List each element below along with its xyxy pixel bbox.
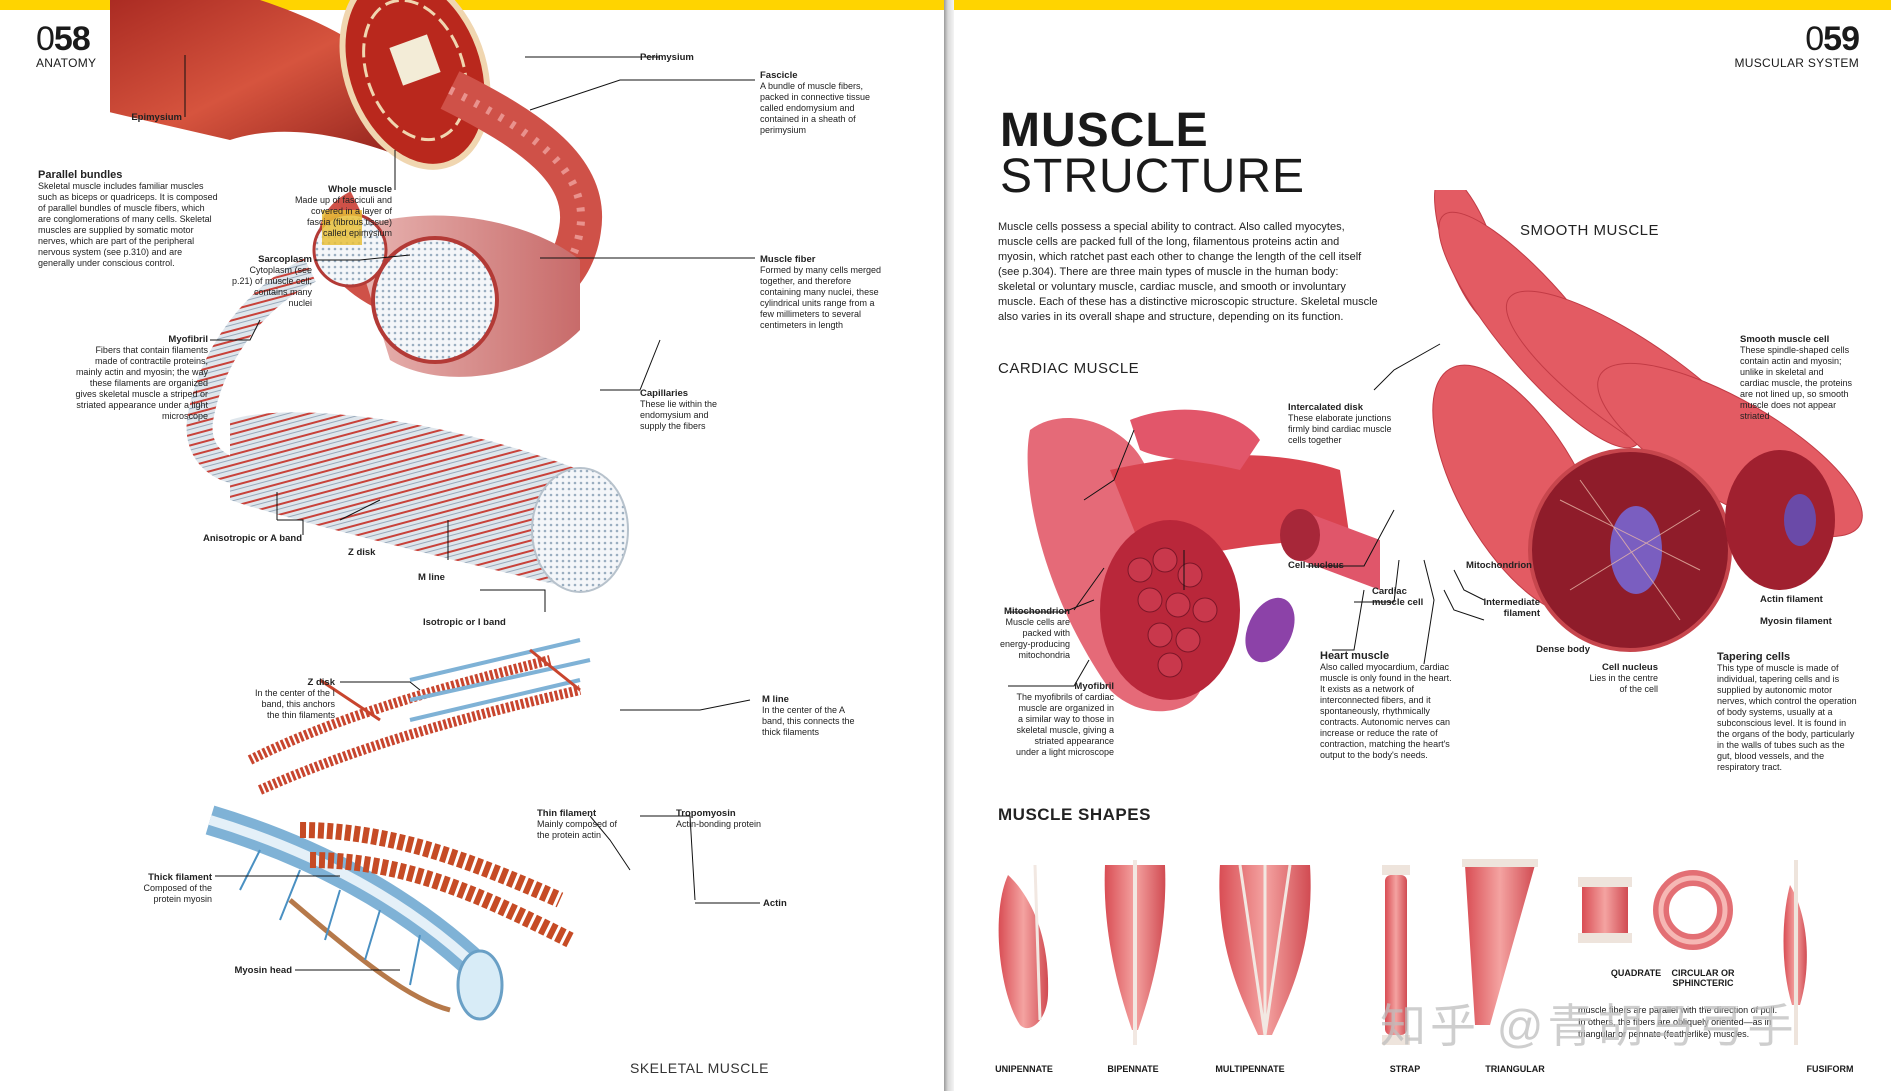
page-number: 59 (1823, 20, 1860, 58)
label-mitochondrion-smooth: Mitochondrion (1466, 560, 1532, 571)
sarcomere-filaments (205, 638, 591, 1021)
bipennate-shape (1104, 860, 1166, 1045)
folio-zero: 0 (1805, 20, 1824, 58)
quadrate-shape (1578, 877, 1632, 943)
circular-shape (1653, 870, 1733, 950)
multipennate-shape (1219, 864, 1311, 1036)
label-perimysium: Perimysium (640, 52, 694, 63)
right-folio: 059 MUSCULAR SYSTEM (1734, 20, 1860, 70)
label-epimysium: Epimysium (131, 112, 182, 123)
left-folio: 058 ANATOMY (36, 22, 96, 70)
label-actin: Actin (763, 898, 787, 909)
top-accent-bar-right (954, 0, 1891, 10)
label-cell-nucleus-cardiac: Cell nucleus (1288, 560, 1344, 571)
striated-myofibril (230, 412, 580, 590)
label-actin-filament: Actin filament (1760, 594, 1823, 605)
shape-label-unipennate: UNIPENNATE (995, 1064, 1053, 1074)
label-cardiac-cell: Cardiac muscle cell (1372, 586, 1424, 608)
left-leader-lines (184, 55, 760, 971)
strap-shape (1382, 865, 1410, 1045)
fusiform-shape (1783, 860, 1807, 1045)
muscle-shapes-illustrations (998, 859, 1807, 1045)
shape-label-quadrate: QUADRATE (1610, 968, 1662, 978)
right-leader-lines (1008, 343, 1485, 687)
shape-label-circular: CIRCULAR OR SPHINCTERIC (1671, 968, 1735, 988)
title-line-2: STRUCTURE (1000, 150, 1305, 203)
skeletal-muscle-illustration (110, 0, 629, 1021)
shape-label-fusiform: FUSIFORM (1806, 1064, 1854, 1074)
label-intermediate-filament: Intermediate filament (1483, 597, 1541, 619)
page-title: MUSCLE STRUCTURE (1000, 104, 1305, 203)
muscle-shapes-note: muscle fibers are parallel with the dire… (1578, 1005, 1778, 1039)
cardiac-muscle-heading: CARDIAC MUSCLE (998, 360, 1140, 377)
shape-label-triangular: TRIANGULAR (1485, 1064, 1545, 1074)
label-myosin-filament: Myosin filament (1760, 616, 1832, 627)
cardiac-muscle-illustration (1027, 409, 1380, 712)
unipennate-shape (998, 864, 1049, 1029)
label-m-line-band: M line (418, 572, 445, 583)
label-myosin-head: Myosin head (234, 965, 292, 976)
smooth-muscle-heading: SMOOTH MUSCLE (1520, 222, 1660, 239)
triangular-shape (1462, 859, 1538, 1025)
label-i-band: Isotropic or I band (423, 617, 506, 628)
intro-paragraph: Muscle cells possess a special ability t… (998, 221, 1378, 323)
page-number: 58 (53, 20, 91, 58)
folio-zero: 0 (36, 20, 55, 58)
page-gutter (944, 0, 954, 1091)
skeletal-muscle-caption: SKELETAL MUSCLE (630, 1060, 769, 1076)
section-name: MUSCULAR SYSTEM (1734, 56, 1859, 70)
whole-muscle-shape (110, 0, 416, 160)
shape-label-strap: STRAP (1389, 1064, 1421, 1074)
shape-label-bipennate: BIPENNATE (1107, 1064, 1159, 1074)
top-accent-bar-left (0, 0, 944, 10)
label-dense-body: Dense body (1536, 644, 1590, 655)
watermark: 知乎 @青胡马弓手 (1380, 1000, 1798, 1052)
label-a-band: Anisotropic or A band (202, 533, 302, 544)
section-name: ANATOMY (36, 56, 97, 70)
shape-label-multipennate: MULTIPENNATE (1215, 1064, 1285, 1074)
muscle-shapes-heading: MUSCLE SHAPES (998, 805, 1151, 824)
smooth-muscle-illustration (1432, 190, 1863, 652)
title-line-1: MUSCLE (1000, 104, 1209, 157)
label-z-disk-band: Z disk (348, 547, 376, 558)
